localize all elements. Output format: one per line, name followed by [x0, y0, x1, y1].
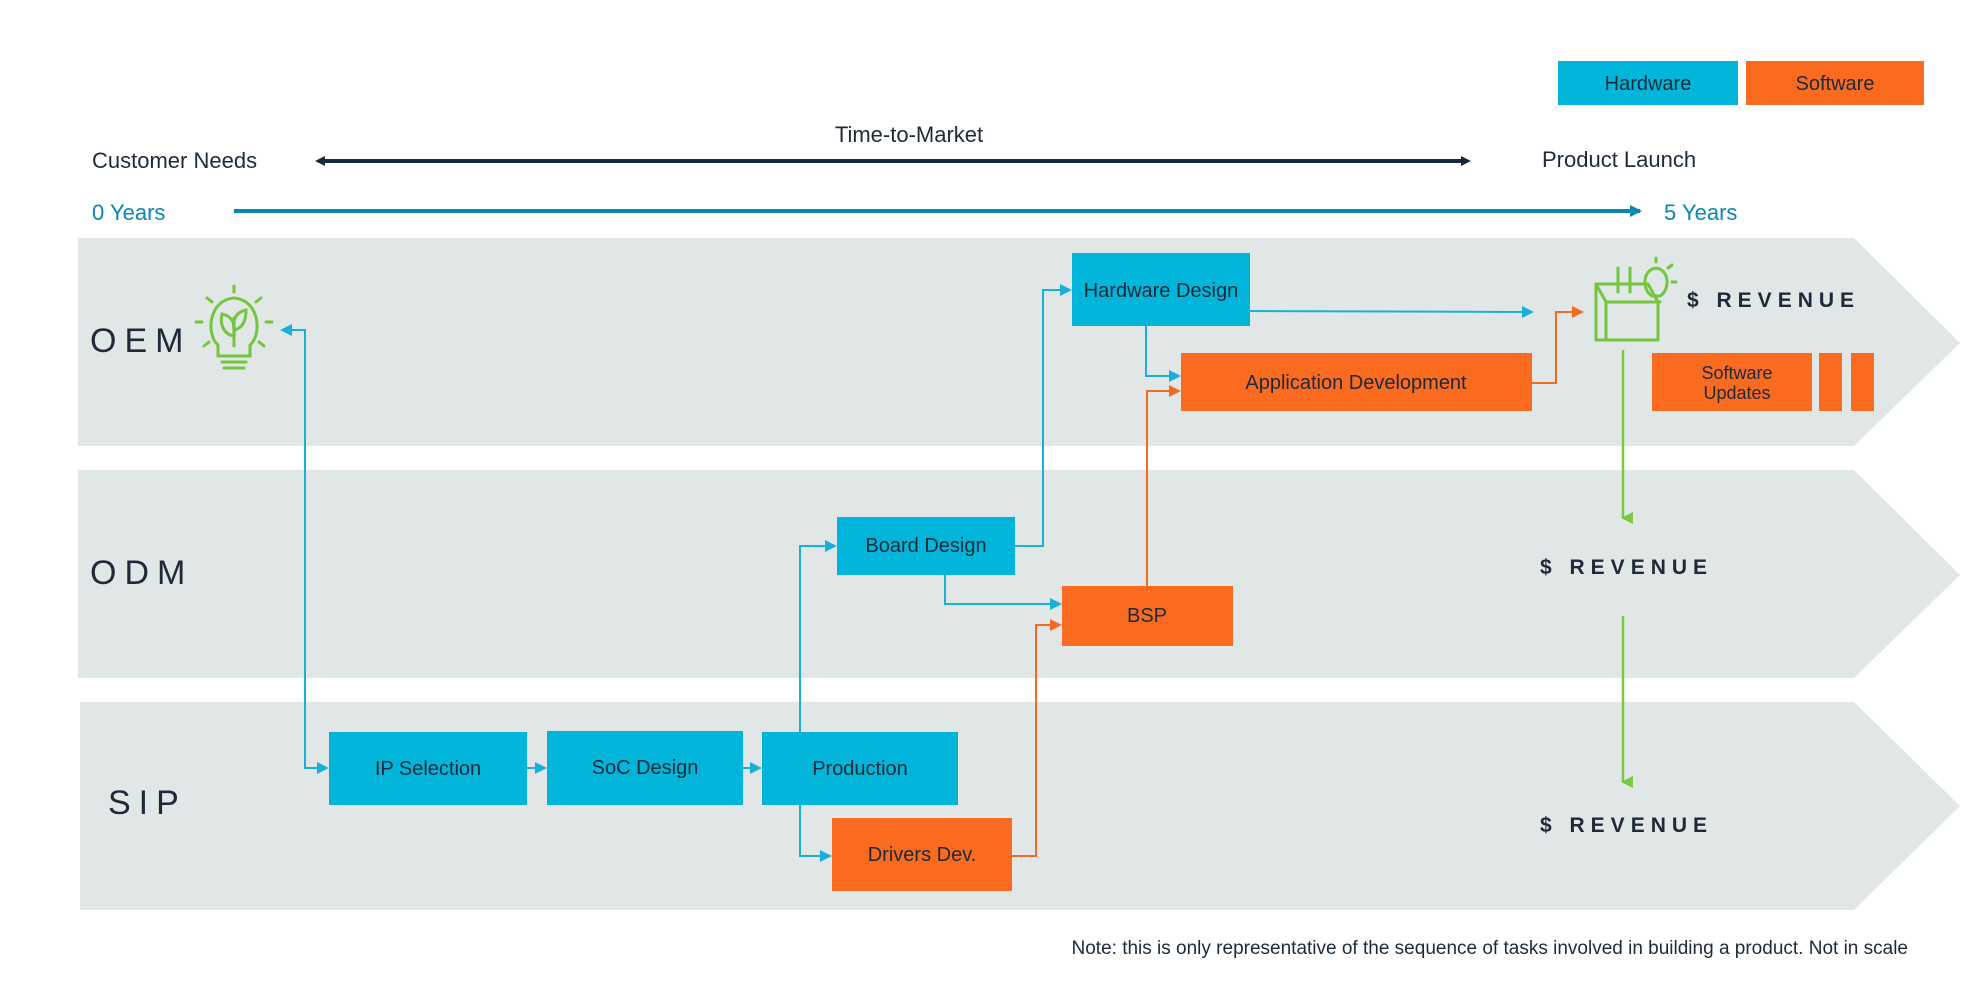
box-bsp-label: BSP: [1127, 605, 1167, 627]
connector-app-dev-launch: [1532, 306, 1584, 384]
box-ip-selection: [329, 732, 527, 805]
connector-hardware-launch: [1249, 305, 1534, 318]
box-software-updates-label-line1: Software: [1701, 363, 1772, 383]
connector-board-hardware-design: [1015, 284, 1072, 547]
box-ip-selection-label: IP Selection: [375, 758, 481, 780]
box-application-development-label: Application Development: [1245, 372, 1467, 394]
product-launch-label: Product Launch: [1542, 147, 1696, 172]
connector-production-drivers: [799, 805, 832, 862]
legend-hardware-swatch: [1558, 61, 1738, 105]
box-lightbulb-icon: [1594, 256, 1678, 342]
connector-drivers-bsp: [1012, 619, 1062, 857]
box-bsp: [1062, 586, 1233, 646]
legend-software-label: Software: [1796, 73, 1875, 95]
connector-bsp-app-dev: [1146, 385, 1181, 586]
footnote: Note: this is only representative of the…: [1072, 938, 1908, 959]
legend-software-swatch: [1746, 61, 1924, 105]
box-application-development: [1181, 353, 1532, 411]
lane-label-oem: OEM: [90, 322, 191, 360]
box-board-design-label: Board Design: [865, 535, 986, 557]
box-production: [762, 732, 958, 805]
software-updates-bar-2: [1851, 353, 1874, 411]
revenue-oem: $ REVENUE: [1687, 289, 1860, 312]
legend-hardware-label: Hardware: [1605, 73, 1692, 95]
connector-needs-ip-selection: [280, 324, 329, 774]
box-software-updates: [1652, 353, 1812, 411]
box-soc-design: [547, 731, 743, 805]
lightbulb-leaf-icon: [194, 284, 274, 370]
lane-label-odm: ODM: [90, 554, 193, 592]
connector-production-board-design: [799, 540, 837, 732]
lane-odm: [78, 470, 1960, 678]
box-soc-design-label: SoC Design: [592, 757, 699, 779]
lane-label-sip: SIP: [108, 784, 187, 822]
box-software-updates-label-line2: Updates: [1703, 383, 1770, 403]
box-hardware-design-label: Hardware Design: [1084, 280, 1239, 302]
time-to-market-label: Time-to-Market: [835, 122, 983, 147]
revenue-odm: $ REVENUE: [1540, 556, 1713, 579]
box-hardware-design: [1072, 253, 1250, 326]
revenue-sip: $ REVENUE: [1540, 814, 1713, 837]
connector-hardware-app-dev: [1145, 326, 1181, 382]
box-board-design: [837, 517, 1015, 575]
software-updates-bar-1: [1819, 353, 1842, 411]
connector-board-bsp: [944, 575, 1062, 610]
box-drivers-dev-label: Drivers Dev.: [868, 844, 977, 866]
box-production-label: Production: [812, 758, 908, 780]
legend: Hardware Software: [1558, 61, 1924, 105]
end-years-label: 5 Years: [1664, 200, 1737, 225]
lane-oem: [78, 238, 1960, 446]
box-drivers-dev: [832, 818, 1012, 891]
customer-needs-label: Customer Needs: [92, 148, 257, 173]
start-years-label: 0 Years: [92, 200, 165, 225]
